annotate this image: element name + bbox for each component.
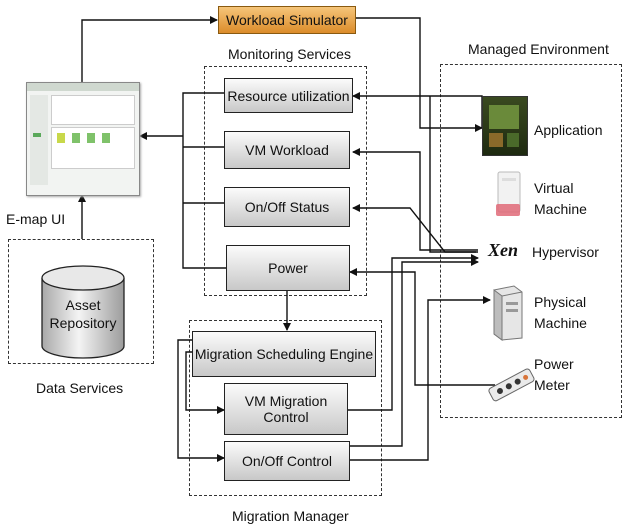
physical-machine-label: Physical Machine xyxy=(534,294,587,331)
onoff-control-box: On/Off Control xyxy=(224,441,350,481)
power-box: Power xyxy=(226,245,350,291)
migration-scheduling-engine-box: Migration Scheduling Engine xyxy=(192,331,376,377)
asset-repository-label: Asset Repository xyxy=(49,297,117,331)
wire-emap-to-workload xyxy=(81,16,218,82)
resource-utilization-label: Resource utilization xyxy=(227,87,350,104)
hypervisor-label: Hypervisor xyxy=(532,244,599,260)
migration-manager-title: Migration Manager xyxy=(232,508,349,524)
migration-manager-group xyxy=(189,320,382,496)
workload-simulator-box: Workload Simulator xyxy=(218,6,356,34)
onoff-status-box: On/Off Status xyxy=(224,187,350,227)
data-services-title: Data Services xyxy=(36,380,124,396)
wire-workload-to-application xyxy=(356,17,483,132)
wire-hyp-to-vm xyxy=(352,148,478,251)
asset-repository-cylinder xyxy=(41,265,125,359)
vm-migration-control-label: VM Migration Control xyxy=(244,393,328,425)
power-meter-label: Power Meter xyxy=(534,356,574,393)
application-icon xyxy=(482,96,528,156)
vm-workload-label: VM Workload xyxy=(245,142,329,158)
wire-resource-to-emap xyxy=(182,92,226,269)
power-label: Power xyxy=(268,260,308,276)
resource-utilization-box: Resource utilization xyxy=(224,78,353,113)
wire-env-to-resource xyxy=(352,92,483,128)
virtual-machine-icon xyxy=(496,171,521,216)
vm-workload-box: VM Workload xyxy=(224,131,350,169)
migration-scheduling-engine-label: Migration Scheduling Engine xyxy=(194,346,374,362)
data-services-group xyxy=(8,239,154,364)
monitoring-services-group xyxy=(204,66,367,296)
wire-engine-to-vmcontrol xyxy=(177,339,225,462)
wire-engine-to-onoff xyxy=(185,351,225,414)
power-meter-icon xyxy=(488,368,535,402)
physical-machine-icon xyxy=(493,285,523,341)
virtual-machine-label: Virtual Machine xyxy=(534,180,587,217)
wire-meter-to-power xyxy=(349,268,495,386)
application-label: Application xyxy=(534,122,603,138)
emap-ui-screenshot xyxy=(26,82,140,196)
wire-vmcontrol-to-hypervisor xyxy=(348,254,479,411)
wire-hyp-to-resource xyxy=(429,96,478,253)
xen-logo-icon: Xen xyxy=(488,240,519,260)
wire-hyp-to-onoff xyxy=(352,204,476,253)
vm-migration-control-box: VM Migration Control xyxy=(224,383,348,435)
onoff-control-label: On/Off Control xyxy=(241,453,332,469)
wire-onoff-to-hypervisor xyxy=(350,258,479,447)
monitoring-services-title: Monitoring Services xyxy=(228,46,351,62)
wire-onoff-to-physical xyxy=(350,296,491,461)
workload-simulator-label: Workload Simulator xyxy=(226,12,348,28)
emap-ui-label: E-map UI xyxy=(6,211,66,227)
managed-environment-title: Managed Environment xyxy=(468,41,609,57)
onoff-status-label: On/Off Status xyxy=(244,199,330,215)
